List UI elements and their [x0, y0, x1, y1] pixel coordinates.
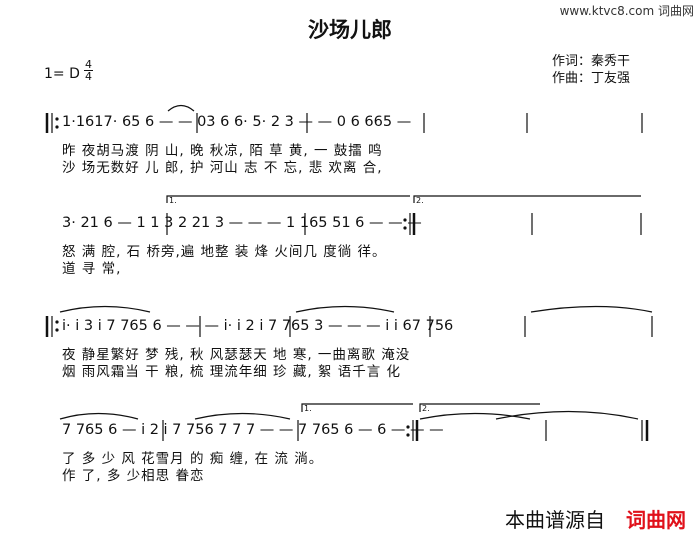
row-1-notes: 1·1617· 65 6 — — 03 6 6· 5· 2 3 — — 0 6 … [62, 114, 412, 130]
row-3-lyric-verse-2: 烟 雨风霜当 干 粮, 梳 理流年细 珍 藏, 絮 语千言 化 [62, 364, 401, 380]
row-1-lyric-verse-2: 沙 场无数好 儿 郎, 护 河山 志 不 忘, 悲 欢离 合, [62, 160, 383, 176]
svg-text:1.: 1. [304, 404, 312, 413]
lyricist: 作词：秦秀干 [552, 54, 631, 69]
key-signature: 1= D [44, 66, 80, 82]
credits: 作词：秦秀干 作曲：丁友强 [552, 53, 630, 87]
svg-text:2.: 2. [422, 404, 430, 413]
song-title: 沙场儿郎 [308, 18, 392, 42]
meter-top: 4 [85, 58, 92, 71]
row-4-lyric-verse-2: 作 了, 多 少相思 眷恋 [62, 468, 205, 484]
site-logo-link[interactable]: 词曲网 [626, 508, 686, 532]
svg-text:1.: 1. [169, 196, 177, 205]
row-2-lyric-verse-1: 怒 满 腔, 石 桥旁,遍 地整 装 烽 火间几 度徜 徉。 [62, 244, 387, 260]
row-2-lyric-verse-2: 道 寻 常, [62, 261, 122, 277]
row-2-notes: 3· 21 6 — 1 1 3 2 21 3 — — — 1 165 51 6 … [62, 215, 422, 231]
row-3-notes: i· i 3 i 7 765 6 — — — i· i 2 i 7 765 3 … [62, 318, 454, 334]
meter-bottom: 4 [85, 70, 92, 83]
time-signature: 4 4 [84, 59, 93, 82]
row-1-lyric-verse-1: 昨 夜胡马渡 阴 山, 晚 秋凉, 陌 草 黄, 一 鼓擂 鸣 [62, 143, 383, 159]
row-4-notes: 7 765 6 — i 2 i 7 756 7 7 7 — — 7 765 6 … [62, 422, 444, 438]
source-label: 本曲谱源自 [505, 508, 605, 532]
composer: 作曲：丁友强 [552, 71, 631, 86]
row-3-lyric-verse-1: 夜 静星繁好 梦 残, 秋 风瑟瑟天 地 寒, 一曲离歌 淹没 [62, 347, 411, 363]
row-4-lyric-verse-1: 了 多 少 风 花雪月 的 痴 缠, 在 流 淌。 [62, 451, 324, 467]
svg-text:2.: 2. [416, 196, 424, 205]
watermark-site-url: www.ktvc8.com 词曲网 [559, 4, 694, 18]
